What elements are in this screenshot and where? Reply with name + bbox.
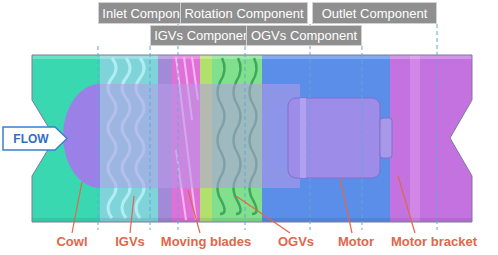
- motor-shaft: [380, 118, 392, 158]
- part-label: OGVs: [278, 235, 314, 248]
- part-label: Moving blades: [161, 235, 251, 248]
- component-box: Outlet Component: [312, 2, 437, 24]
- hub: [100, 84, 300, 188]
- component-label: Rotation Component: [184, 7, 303, 20]
- flow-arrow: FLOW: [2, 126, 68, 151]
- part-label: Cowl: [56, 235, 87, 248]
- component-label: IGVs Component: [154, 29, 254, 42]
- part-label: IGVs: [115, 235, 145, 248]
- component-label: OGVs Component: [251, 29, 357, 42]
- section-dividers: [98, 24, 437, 230]
- component-box: OGVs Component: [246, 25, 362, 46]
- cowl: [63, 84, 100, 188]
- leader-lines: [72, 176, 415, 233]
- component-box: Rotation Component: [180, 2, 308, 24]
- motor: [288, 98, 380, 178]
- part-label: Motor bracket: [391, 235, 477, 248]
- part-label: Motor: [338, 235, 374, 248]
- component-label: Outlet Component: [322, 7, 428, 20]
- flow-label: FLOW: [13, 133, 56, 145]
- component-box: IGVs Component: [150, 25, 258, 46]
